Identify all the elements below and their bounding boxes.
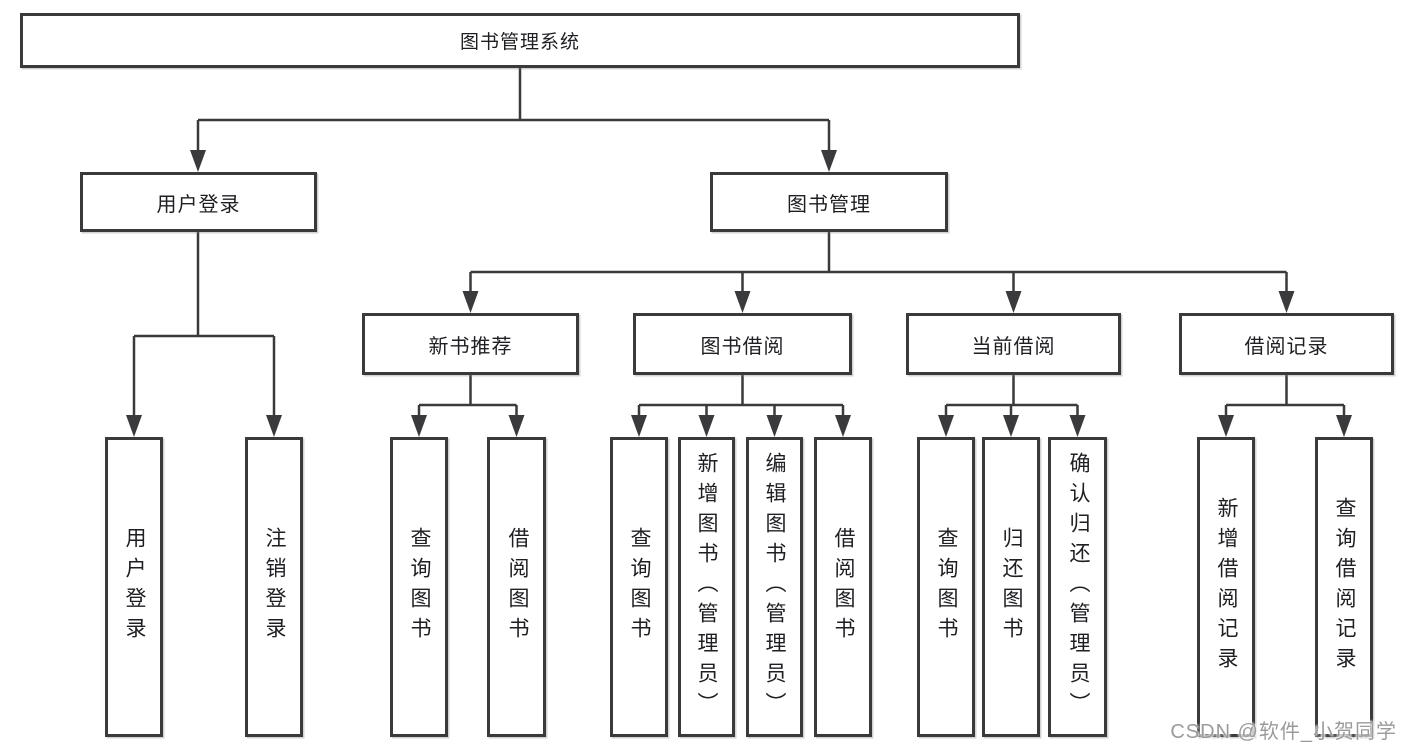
node-user-login: 用户登录: [80, 172, 317, 232]
node-return-book: 归还图书: [982, 437, 1040, 737]
node-root: 图书管理系统: [20, 13, 1020, 68]
csdn-watermark: CSDN @软件_小贺同学: [1170, 721, 1397, 743]
node-add-borrow-record: 新增借阅记录: [1197, 437, 1255, 737]
node-borrow-record: 借阅记录: [1179, 313, 1394, 375]
node-query-books-current: 查询图书: [917, 437, 975, 737]
node-borrow-books-action: 借阅图书: [814, 437, 872, 737]
node-borrow-books-recommend: 借阅图书: [487, 437, 546, 737]
node-add-book-admin: 新增图书（管理员）: [678, 437, 735, 737]
node-user-login-action: 用户登录: [105, 437, 163, 737]
node-new-book-recommend: 新书推荐: [362, 313, 579, 375]
node-book-borrow: 图书借阅: [633, 313, 852, 375]
node-logout-action: 注销登录: [245, 437, 303, 737]
node-query-books-borrow: 查询图书: [610, 437, 668, 737]
node-book-mgmt: 图书管理: [710, 172, 948, 232]
node-query-borrow-record: 查询借阅记录: [1315, 437, 1373, 737]
node-query-books-recommend: 查询图书: [390, 437, 448, 737]
node-confirm-return-admin: 确认归还（管理员）: [1048, 437, 1107, 737]
node-edit-book-admin: 编辑图书（管理员）: [746, 437, 803, 737]
node-current-borrow: 当前借阅: [906, 313, 1121, 375]
